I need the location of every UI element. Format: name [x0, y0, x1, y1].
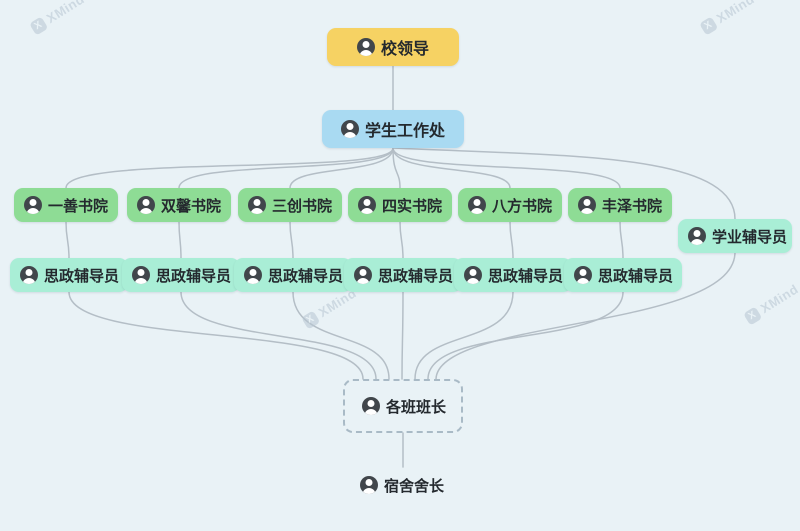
node-political-advisor-3[interactable]: 思政辅导员 [234, 258, 352, 292]
node-academy-fengze[interactable]: 丰泽书院 [568, 188, 672, 222]
person-icon [358, 196, 376, 214]
person-icon [137, 196, 155, 214]
node-political-advisor-1[interactable]: 思政辅导员 [10, 258, 128, 292]
node-political-advisor-6[interactable]: 思政辅导员 [564, 258, 682, 292]
node-label: 思政辅导员 [268, 267, 344, 285]
node-label: 丰泽书院 [602, 197, 663, 215]
node-label: 一善书院 [48, 197, 109, 215]
person-icon [464, 266, 482, 284]
node-label: 三创书院 [272, 197, 333, 215]
node-academy-sishi[interactable]: 四实书院 [348, 188, 452, 222]
node-label: 思政辅导员 [598, 267, 674, 285]
node-label: 学业辅导员 [712, 228, 788, 246]
person-icon [574, 266, 592, 284]
person-icon [244, 266, 262, 284]
node-label: 校领导 [380, 41, 429, 58]
node-label: 思政辅导员 [378, 267, 454, 285]
node-label: 各班班长 [386, 398, 447, 416]
node-school-leaders[interactable]: 校领导 [327, 28, 459, 66]
node-label: 思政辅导员 [44, 267, 120, 285]
node-label: 双馨书院 [161, 197, 222, 215]
node-class-monitor[interactable]: 各班班长 [352, 389, 456, 423]
person-icon [362, 397, 380, 415]
node-political-advisor-5[interactable]: 思政辅导员 [454, 258, 572, 292]
node-academy-bafang[interactable]: 八方书院 [458, 188, 562, 222]
person-icon [248, 196, 266, 214]
class-monitor-group-box [343, 379, 463, 433]
person-icon [578, 196, 596, 214]
person-icon [468, 196, 486, 214]
person-icon [360, 476, 378, 494]
node-academy-sanchuang[interactable]: 三创书院 [238, 188, 342, 222]
person-icon [20, 266, 38, 284]
node-academic-advisor[interactable]: 学业辅导员 [678, 219, 792, 253]
node-label: 学生工作处 [364, 123, 445, 140]
person-icon [132, 266, 150, 284]
node-label: 思政辅导员 [156, 267, 232, 285]
person-icon [354, 266, 372, 284]
node-label: 宿舍舍长 [384, 477, 445, 495]
node-academy-shuangxin[interactable]: 双馨书院 [127, 188, 231, 222]
node-label: 四实书院 [382, 197, 443, 215]
node-label: 八方书院 [492, 197, 553, 215]
node-dorm-head[interactable]: 宿舍舍长 [350, 468, 454, 502]
person-icon [356, 38, 375, 56]
person-icon [340, 120, 359, 138]
node-academy-yishan[interactable]: 一善书院 [14, 188, 118, 222]
node-label: 思政辅导员 [488, 267, 564, 285]
node-political-advisor-2[interactable]: 思政辅导员 [122, 258, 240, 292]
person-icon [688, 227, 706, 245]
node-political-advisor-4[interactable]: 思政辅导员 [344, 258, 462, 292]
person-icon [24, 196, 42, 214]
node-student-affairs-office[interactable]: 学生工作处 [322, 110, 464, 148]
